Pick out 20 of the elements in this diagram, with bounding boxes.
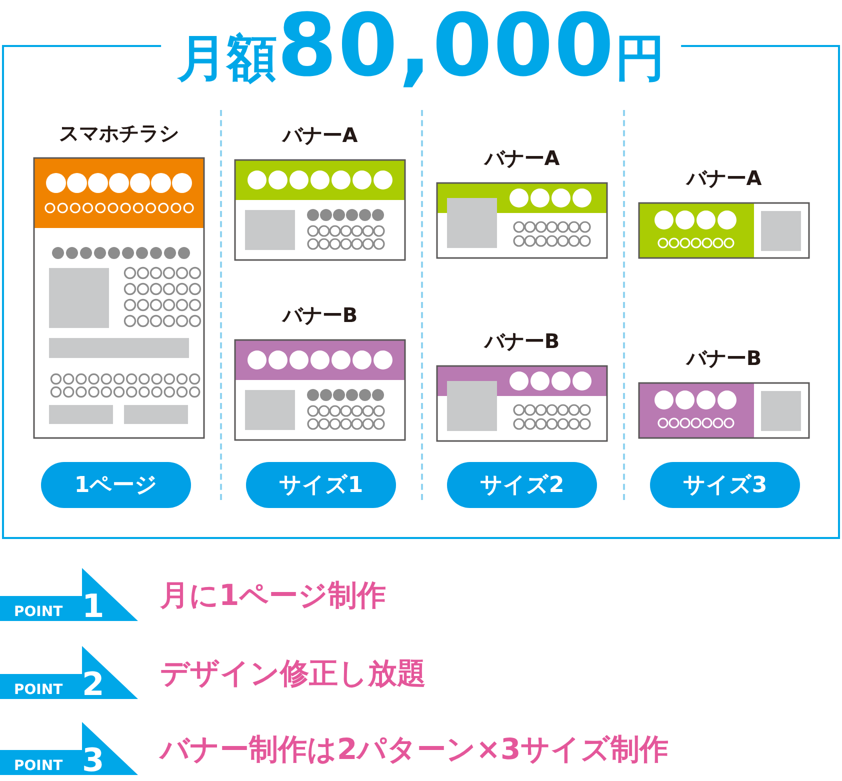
point-number: 2 (82, 668, 104, 700)
mockup-title: スマホチラシ (59, 120, 179, 147)
point-word: POINT (14, 759, 63, 773)
point-text: デザイン修正し放題 (160, 655, 426, 692)
point-word: POINT (14, 683, 63, 697)
mockup-title: バナーB (686, 345, 762, 372)
mockup-title: バナーA (282, 122, 358, 149)
point-text: 月に1ページ制作 (160, 577, 386, 614)
point-number: 3 (82, 744, 104, 776)
size-label-pill: サイズ2 (447, 462, 597, 508)
mockup-title: バナーB (484, 328, 560, 355)
mockup-title: バナーA (484, 145, 560, 172)
size-label-pill: 1ページ (41, 462, 191, 508)
point-number: 1 (82, 590, 104, 622)
size-label-pill: サイズ1 (246, 462, 396, 508)
mockup-title: バナーB (282, 302, 358, 329)
mockup-title: バナーA (686, 165, 762, 192)
size-label-pill: サイズ3 (650, 462, 800, 508)
point-text: バナー制作は2パターン×3サイズ制作 (160, 731, 669, 768)
point-word: POINT (14, 605, 63, 619)
